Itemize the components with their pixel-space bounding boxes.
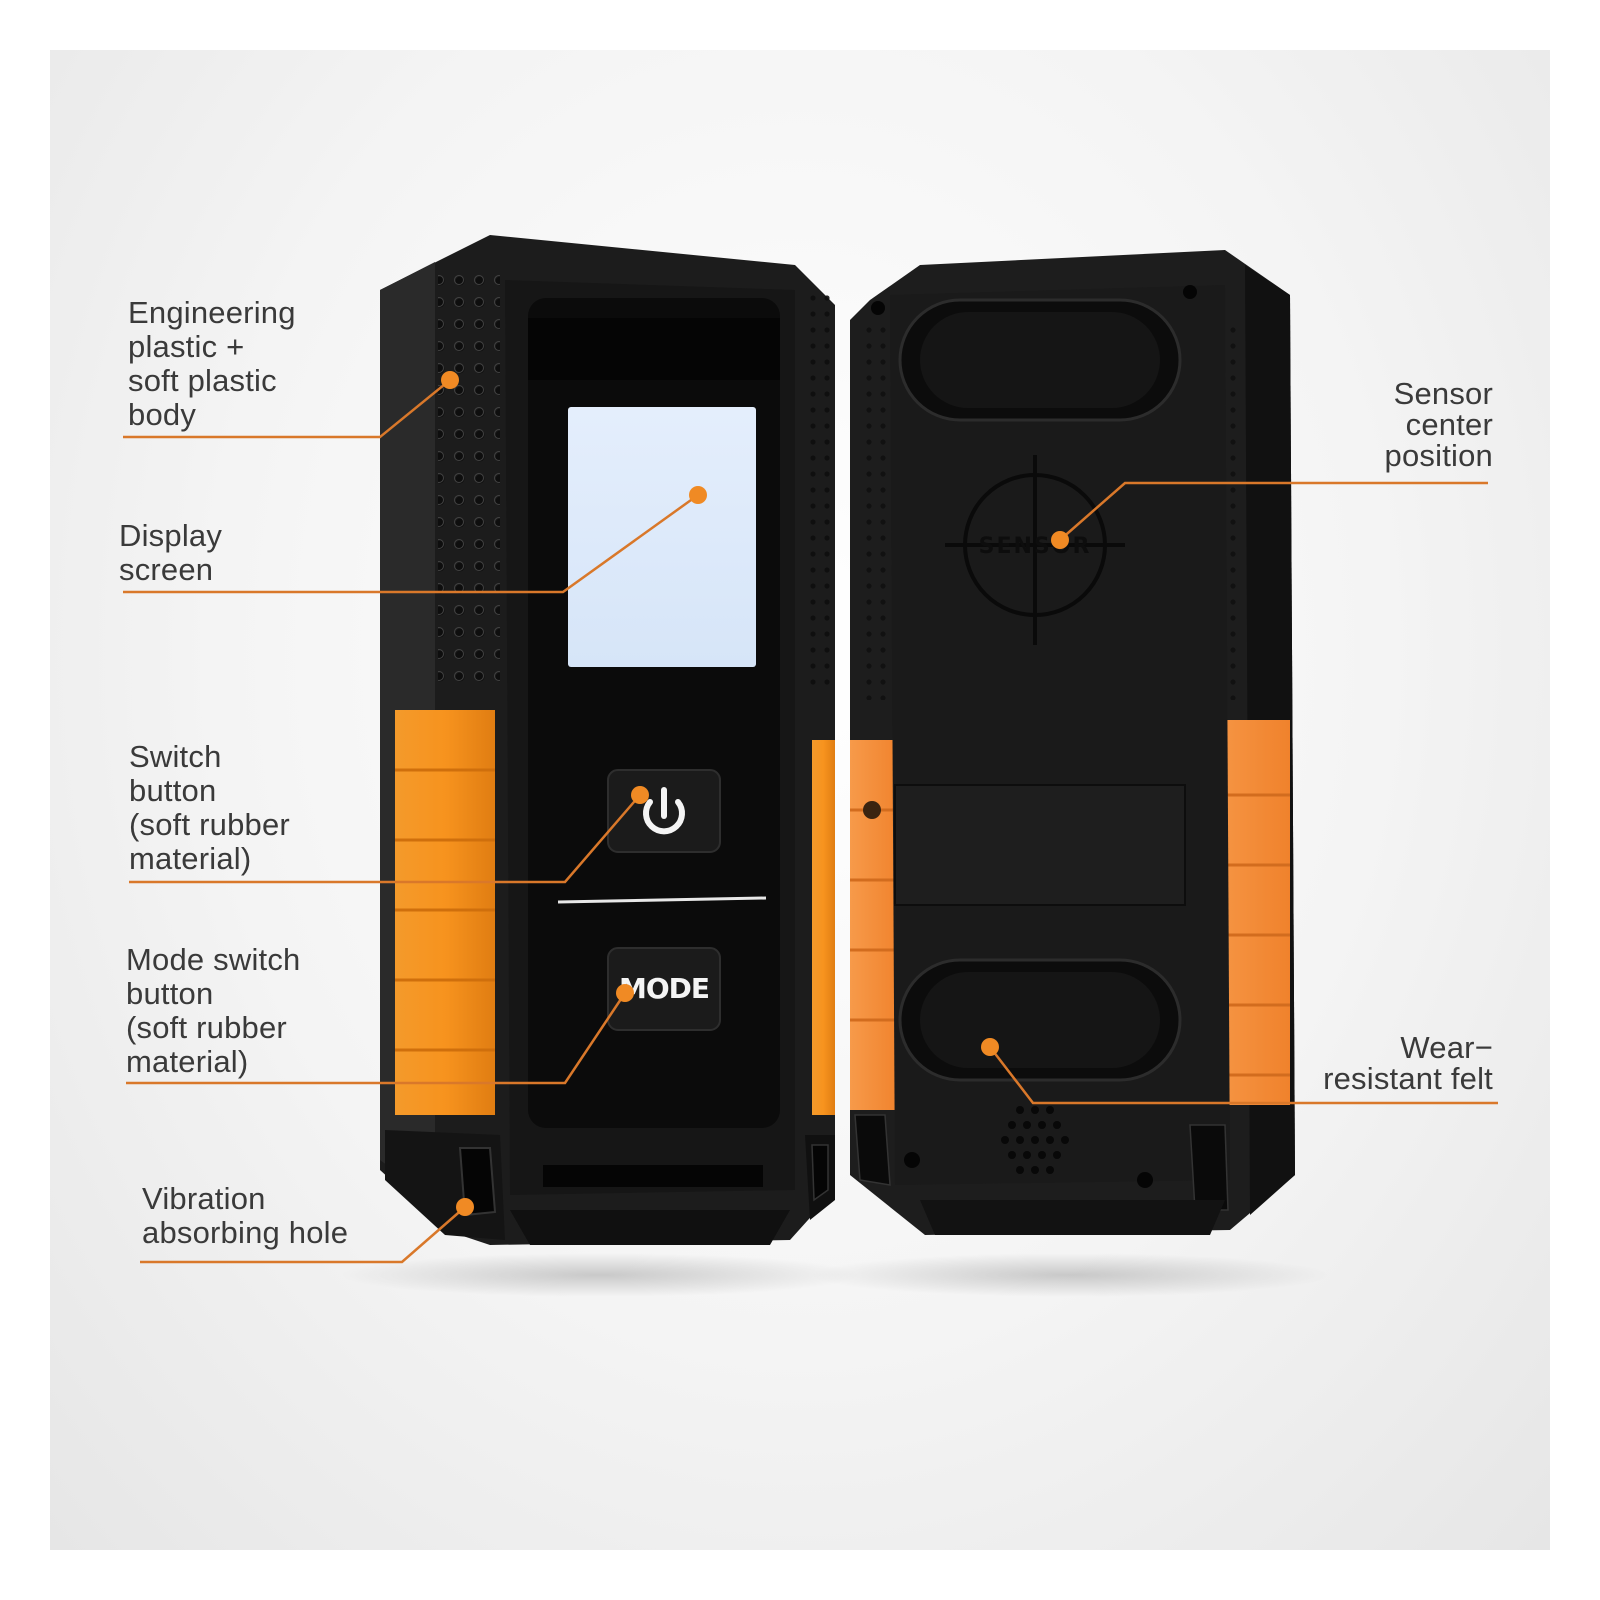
- mode-button-label: MODE: [619, 972, 709, 1005]
- speaker-grille: [1001, 1106, 1069, 1174]
- label-mode-switch-button: Mode switch button (soft rubber material…: [126, 942, 301, 1079]
- display-screen: [568, 407, 756, 667]
- diagram-panel: MODE: [50, 50, 1550, 1550]
- top-felt-pad: [898, 298, 1182, 422]
- back-device: SENSOR: [850, 250, 1295, 1235]
- callout-dots: [441, 371, 1069, 1216]
- label-sensor-center: Sensor center position: [1384, 376, 1493, 473]
- label-switch-button: Switch button (soft rubber material): [129, 739, 290, 876]
- label-wear-felt: Wear− resistant felt: [1323, 1030, 1493, 1096]
- label-vibration-hole: Vibration absorbing hole: [142, 1181, 349, 1250]
- bottom-felt-pad: [898, 958, 1182, 1082]
- label-engineering-body: Engineering plastic + soft plastic body: [128, 295, 296, 432]
- label-display-screen: Display screen: [119, 518, 223, 587]
- device-illustration: MODE: [123, 235, 1498, 1297]
- mode-button[interactable]: MODE: [607, 947, 721, 1031]
- power-icon: [643, 787, 685, 835]
- sensor-target: [945, 455, 1125, 645]
- sensor-mark: SENSOR: [979, 534, 1092, 559]
- leader-lines: [123, 379, 1498, 1264]
- front-device: MODE: [380, 235, 835, 1245]
